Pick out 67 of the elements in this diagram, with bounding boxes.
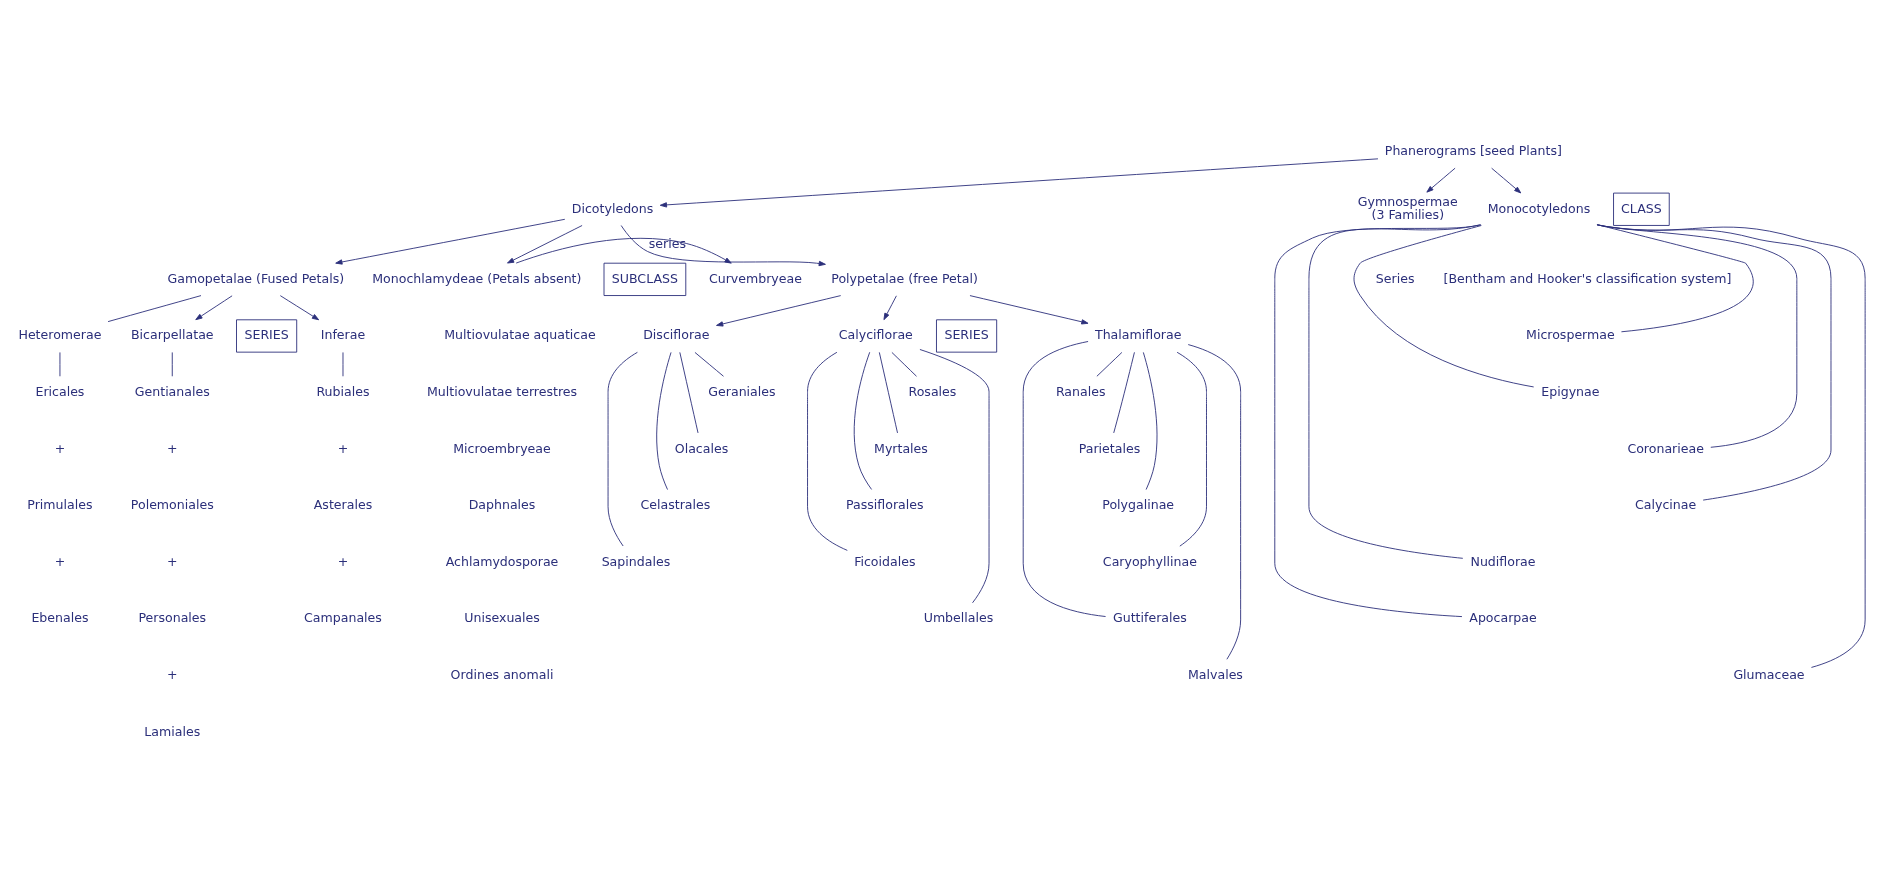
node-text: Polygalinae xyxy=(1102,496,1175,512)
node-text: Geraniales xyxy=(708,383,776,399)
label: + xyxy=(337,440,349,456)
node-text: Multiovulatae aquaticae xyxy=(444,326,596,342)
node-text: Dicotyledons xyxy=(571,200,654,216)
label: + xyxy=(54,440,66,456)
node-text: Personales xyxy=(138,609,207,625)
node-text: Polemoniales xyxy=(130,496,214,512)
node-text: Microembryeae xyxy=(453,440,551,456)
node-text: Disciflorae xyxy=(643,326,710,342)
node-text: Monochlamydeae (Petals absent) xyxy=(372,270,582,286)
label: + xyxy=(167,553,178,569)
label: SUBCLASS xyxy=(611,270,678,286)
label: + xyxy=(167,666,178,682)
node-text: Ranales xyxy=(1055,383,1106,399)
node-text: Heteromerae xyxy=(18,326,102,342)
node-text: Multiovulatae terrestres xyxy=(426,383,578,399)
node-text: Gymnospermae xyxy=(1357,193,1458,209)
node-text: Campanales xyxy=(304,609,382,625)
node-text: Rosales xyxy=(908,383,957,399)
node-text: Thalamiflorae xyxy=(1094,326,1182,342)
node-text: Microspermae xyxy=(1526,326,1615,342)
node-text: Malvales xyxy=(1188,666,1243,682)
node-text: Glumaceae xyxy=(1733,666,1805,682)
node-text: Umbellales xyxy=(923,609,994,625)
label: SERIES xyxy=(944,326,989,342)
node-text: Daphnales xyxy=(468,496,536,512)
node-text: Inferae xyxy=(320,326,366,342)
node-text: Parietales xyxy=(1078,440,1141,456)
node-text: Gamopetalae (Fused Petals) xyxy=(167,270,345,286)
node-text: Calyciflorae xyxy=(838,326,913,342)
node-text: Olacales xyxy=(674,440,729,456)
node-text: Polypetalae (free Petal) xyxy=(831,270,978,286)
node-text: Calycinae xyxy=(1635,496,1697,512)
node-text: Coronarieae xyxy=(1627,440,1704,456)
label: SERIES xyxy=(244,326,289,342)
node-text: Rubiales xyxy=(316,383,370,399)
node-text: Sapindales xyxy=(601,553,671,569)
node-text: Passiflorales xyxy=(846,496,924,512)
node-text: Nudiflorae xyxy=(1470,553,1536,569)
node-text: Primulales xyxy=(27,496,93,512)
node-text: Unisexuales xyxy=(464,609,540,625)
node-text: Achlamydosporae xyxy=(445,553,559,569)
node-text: Lamiales xyxy=(144,723,201,739)
node-text: Celastrales xyxy=(640,496,711,512)
node-text: Caryophyllinae xyxy=(1102,553,1197,569)
node-text: Bicarpellatae xyxy=(130,326,214,342)
label: Series xyxy=(1375,270,1415,286)
node-text: Ordines anomali xyxy=(450,666,554,682)
label: [Bentham and Hooker's classification system] xyxy=(1443,270,1732,286)
node-text: Phanerograms [seed Plants] xyxy=(1384,142,1562,158)
label: CLASS xyxy=(1621,200,1662,216)
edge-label: series xyxy=(648,235,686,251)
node-text: Asterales xyxy=(313,496,373,512)
node-text: Ericales xyxy=(35,383,85,399)
node-text: Monocotyledons xyxy=(1487,200,1591,216)
node-text: Guttiferales xyxy=(1112,609,1187,625)
node-text: Ficoidales xyxy=(854,553,916,569)
node-text: Curvembryeae xyxy=(708,270,802,286)
label: + xyxy=(167,440,178,456)
node-text: Ebenales xyxy=(31,609,89,625)
label: + xyxy=(337,553,349,569)
node-text: Epigynae xyxy=(1541,383,1600,399)
node-text: Gentianales xyxy=(134,383,210,399)
label: + xyxy=(54,553,66,569)
node-text: Apocarpae xyxy=(1469,609,1537,625)
node-text: Myrtales xyxy=(874,440,928,456)
